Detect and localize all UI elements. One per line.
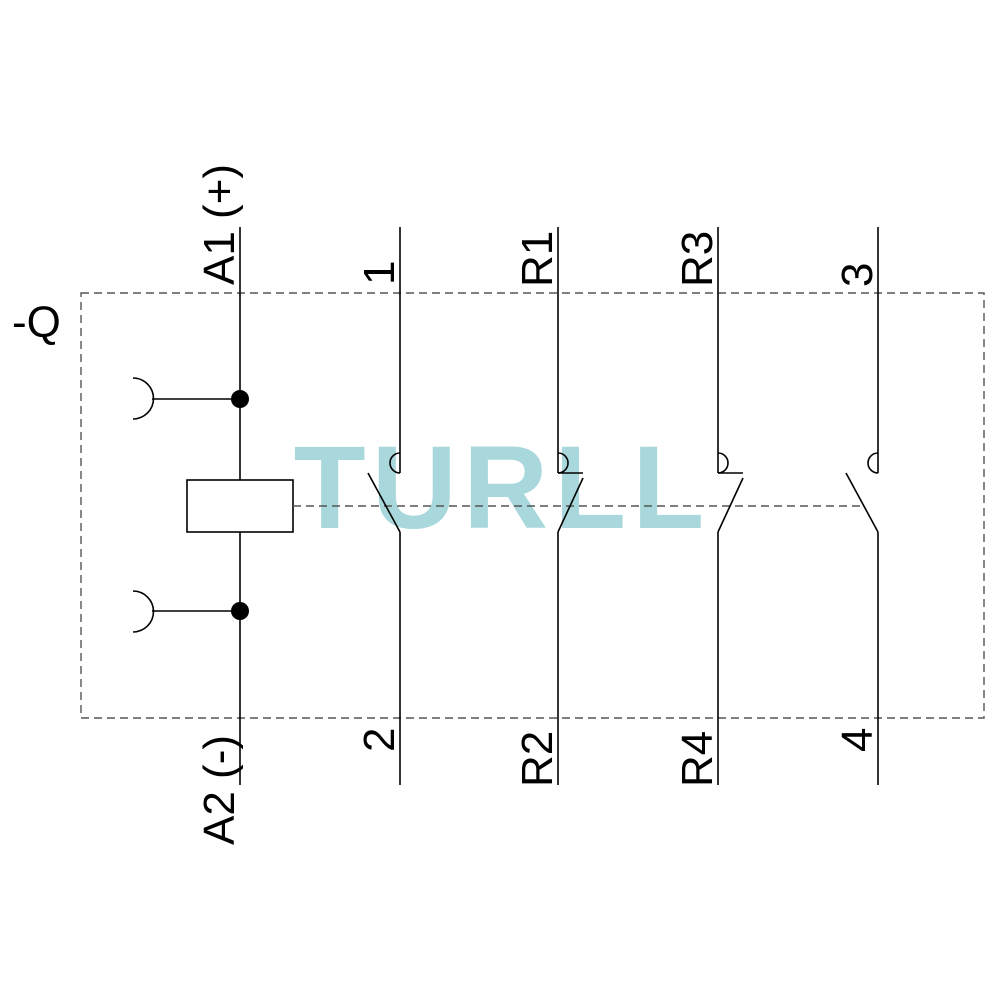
terminal-label-r3: R3 [673,231,722,287]
terminal-label-a2: A2 (-) [195,735,244,845]
contact-3-4-stop-icon [867,452,879,474]
contact-r3-r4 [717,227,744,785]
watermark: TURLL [294,422,711,554]
test-socket-bottom-icon [132,590,155,633]
device-label: -Q [12,298,61,347]
test-socket-top-icon [132,377,155,420]
coil-branch [132,227,294,785]
terminal-label-2: 2 [355,728,404,752]
contact-1-2-stop-icon [389,452,401,474]
terminal-label-1: 1 [355,261,404,285]
terminal-label-a1: A1 (+) [195,164,244,285]
terminal-label-r4: R4 [673,731,722,787]
terminal-label-3: 3 [833,263,882,287]
coil-symbol [186,479,294,533]
contact-3-4 [845,227,879,785]
contact-1-2 [367,227,401,785]
terminal-label-4: 4 [833,728,882,752]
contact-r1-r2 [557,227,584,785]
terminal-label-r2: R2 [513,731,562,787]
terminal-label-r1: R1 [513,231,562,287]
contact-r3-r4-stop-icon [717,452,729,474]
